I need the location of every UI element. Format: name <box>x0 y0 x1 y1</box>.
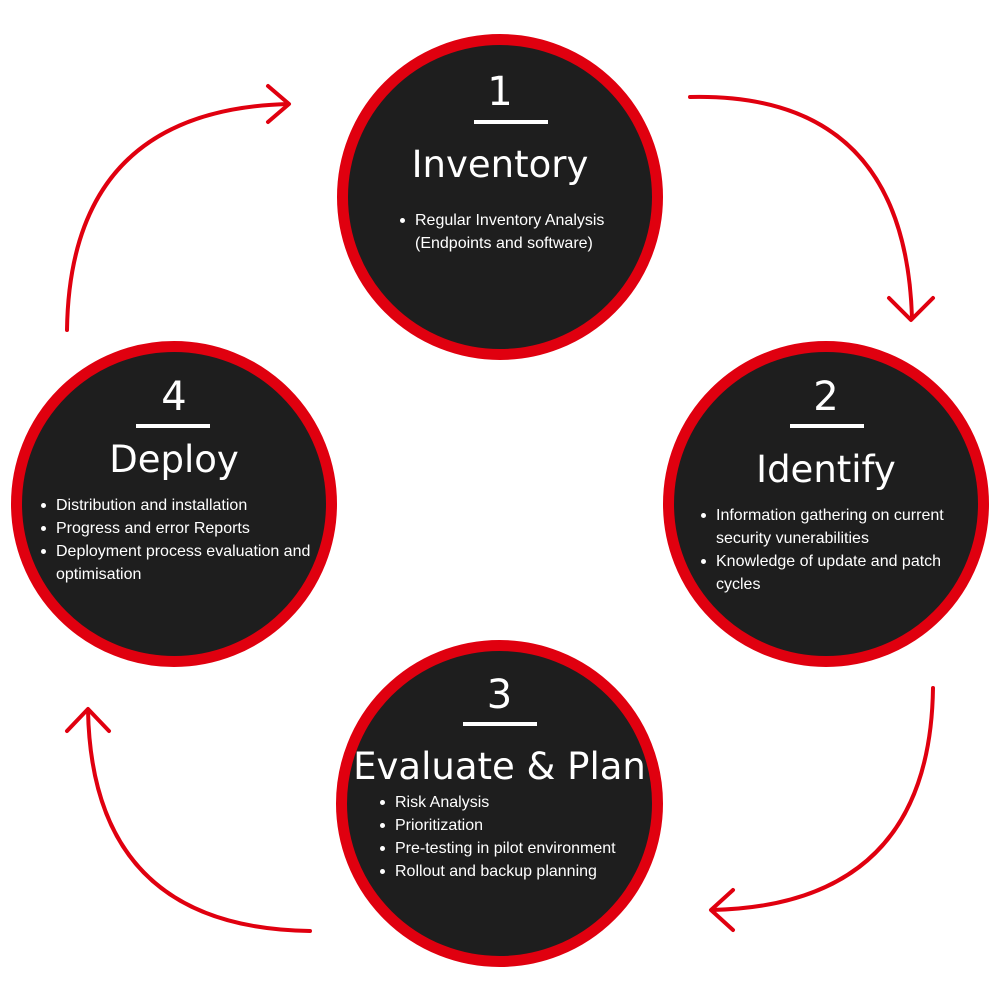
stage-title: Identify <box>756 448 896 491</box>
arrow-3-to-4 <box>86 708 312 933</box>
number-underline <box>463 722 537 726</box>
bullet-item: Knowledge of update and patch cycles <box>698 550 978 596</box>
number-underline <box>136 424 210 428</box>
stage-title: Inventory <box>411 143 589 186</box>
bullet-item: Deployment process evaluation and optimi… <box>38 540 318 586</box>
stage-bullet-list: Information gathering on current securit… <box>698 504 978 596</box>
stage-number: 3 <box>486 672 513 718</box>
bullet-item: Progress and error Reports <box>38 517 318 540</box>
stage-title: Evaluate & Plan <box>353 745 646 788</box>
arrowhead-4-to-1 <box>266 84 291 124</box>
stage-number: 2 <box>813 374 839 420</box>
number-underline <box>474 120 548 124</box>
bullet-item: Rollout and backup planning <box>377 860 657 883</box>
stage-deploy-circle: 4 Deploy Distribution and installation P… <box>11 341 337 667</box>
arrowhead-2-to-3 <box>709 888 735 932</box>
bullet-item: Prioritization <box>377 814 657 837</box>
bullet-item: Risk Analysis <box>377 791 657 814</box>
stage-bullet-list: Risk Analysis Prioritization Pre-testing… <box>377 791 657 883</box>
stage-bullet-list: Distribution and installation Progress a… <box>38 494 318 586</box>
stage-inventory-circle: 1 Inventory Regular Inventory Analysis (… <box>337 34 663 360</box>
bullet-item: Pre-testing in pilot environment <box>377 837 657 860</box>
bullet-item: Regular Inventory Analysis (Endpoints an… <box>397 209 637 255</box>
bullet-item: Distribution and installation <box>38 494 318 517</box>
stage-number: 4 <box>161 374 187 420</box>
stage-bullet-list: Regular Inventory Analysis (Endpoints an… <box>397 209 637 255</box>
stage-number: 1 <box>487 69 513 115</box>
arrow-4-to-1 <box>65 102 290 332</box>
arrow-1-to-2 <box>688 94 914 320</box>
stage-identify-circle: 2 Identify Information gathering on curr… <box>663 341 989 667</box>
stage-title: Deploy <box>109 438 239 481</box>
number-underline <box>790 424 864 428</box>
bullet-item: Information gathering on current securit… <box>698 504 978 550</box>
arrowhead-1-to-2 <box>887 296 935 322</box>
stage-evaluate-plan-circle: 3 Evaluate & Plan Risk Analysis Prioriti… <box>336 640 663 967</box>
arrow-2-to-3 <box>710 686 935 912</box>
arrowhead-3-to-4 <box>65 707 111 733</box>
